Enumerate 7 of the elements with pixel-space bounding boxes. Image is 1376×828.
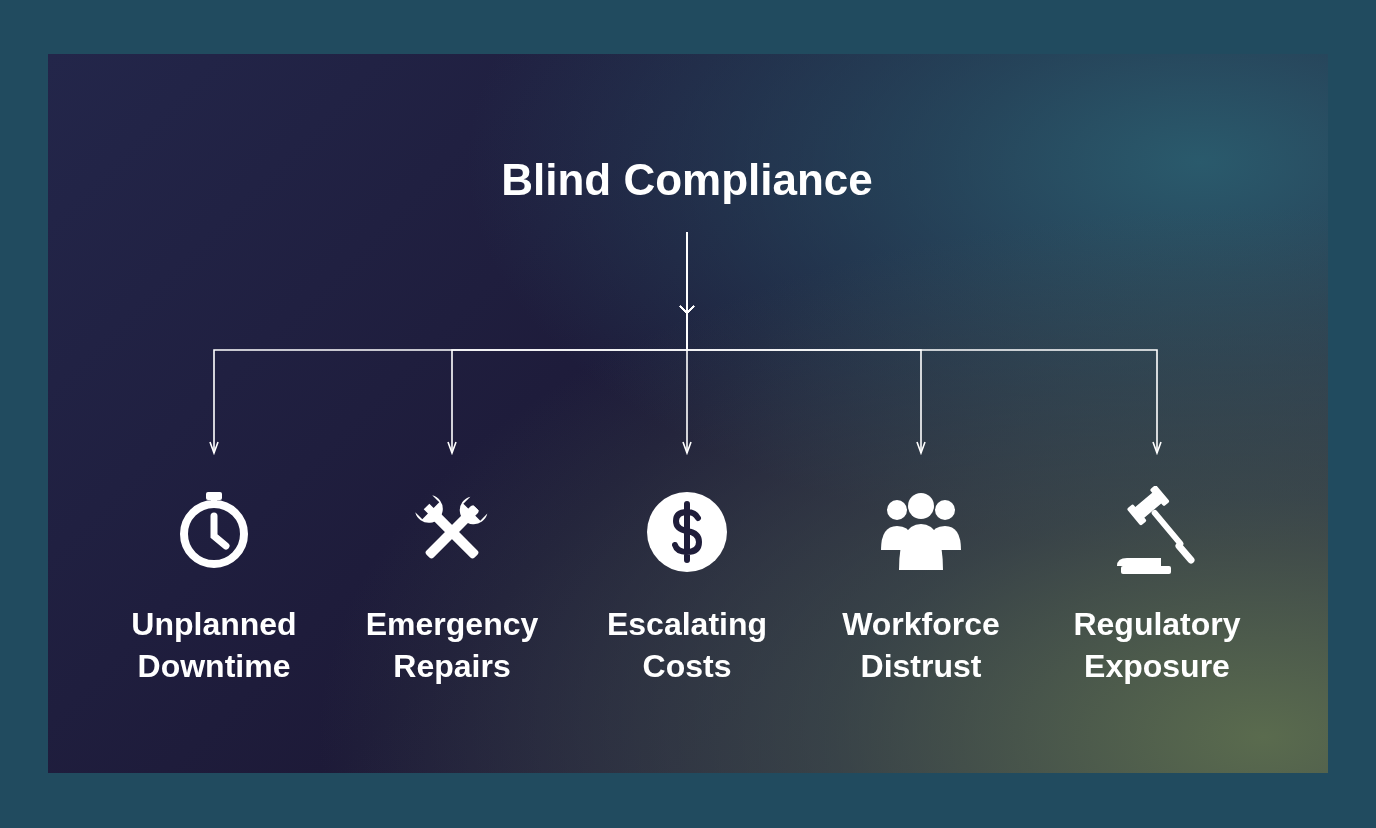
- node-label: Regulatory Exposure: [1072, 605, 1242, 686]
- node-label: Escalating Costs: [605, 605, 769, 686]
- node-label: Workforce Distrust: [841, 605, 1001, 686]
- node-label: Blind Compliance: [500, 154, 874, 206]
- node-label: Emergency Repairs: [364, 605, 540, 686]
- arrow: [679, 231, 1162, 454]
- node-label: Unplanned Downtime: [130, 605, 298, 686]
